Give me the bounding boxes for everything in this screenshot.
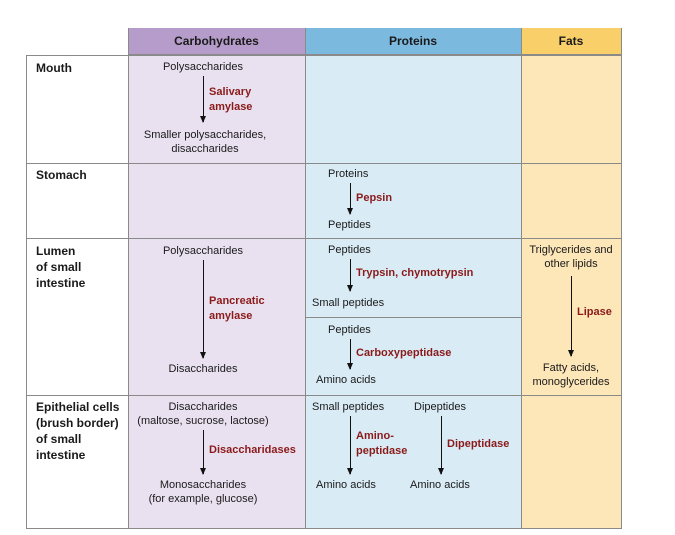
stomach-prot-product: Peptides [328, 219, 371, 231]
lumen-fat-substrate-line1: Triglycerides and [529, 244, 613, 256]
grid-line-col2 [305, 28, 306, 529]
grid-line-col3 [521, 28, 522, 529]
epi-carb-product-line2: (for example, glucose) [148, 493, 258, 505]
lumen-prot2-product: Amino acids [316, 374, 376, 386]
lumen-carb-product: Disaccharides [168, 363, 238, 375]
grid-line-lumen-split [305, 317, 521, 318]
epi-prot1-substrate: Small peptides [312, 401, 385, 413]
row-label-lumen: Lumen of small intestine [27, 243, 127, 291]
grid-line-col1 [128, 28, 129, 529]
mouth-carb-enzyme: Salivary amylase [209, 85, 252, 115]
grid-line-bottom [26, 528, 621, 529]
stomach-prot-enzyme: Pepsin [356, 192, 393, 204]
lumen-prot2-arrow [347, 339, 353, 370]
lumen-fat-product-line1: Fatty acids, [542, 362, 600, 374]
epi-carb-substrate: Disaccharides (maltose, sucrose, lactose… [137, 400, 268, 428]
epi-carb-product: Monosaccharides (for example, glucose) [149, 478, 258, 506]
row-label-epithelial: Epithelial cells (brush border) of small… [27, 399, 127, 463]
proteins-column [305, 28, 521, 528]
grid-line-mouth-stomach [26, 163, 621, 164]
row-label-stomach-text: Stomach [36, 168, 87, 182]
epi-prot2-arrow [438, 416, 444, 475]
mouth-carb-substrate: Polysaccharides [162, 61, 244, 73]
lumen-fat-substrate-line2: other lipids [544, 258, 598, 270]
row-label-lumen-line1: Lumen [36, 244, 76, 258]
mouth-carb-enzyme-line1: Salivary [209, 86, 252, 98]
row-label-lumen-line2: of small [36, 260, 82, 274]
epi-carb-product-line1: Monosaccharides [159, 479, 247, 491]
grid-line-lumen-epithelial [26, 395, 621, 396]
epi-carb-substrate-line1: Disaccharides [168, 401, 238, 413]
lumen-fat-substrate: Triglycerides and other lipids [529, 243, 612, 271]
epi-prot1-arrow [347, 416, 353, 475]
row-label-epithelial-line1: Epithelial cells [36, 400, 120, 414]
lumen-fat-arrow [568, 276, 574, 357]
lumen-carb-arrow [200, 260, 206, 359]
carbohydrates-column [128, 28, 305, 528]
grid-line-stomach-lumen [26, 238, 621, 239]
lumen-carb-substrate: Polysaccharides [162, 245, 244, 257]
mouth-carb-product-line2: disaccharides [171, 143, 239, 155]
mouth-carb-arrow [200, 76, 206, 123]
lumen-carb-enzyme-line2: amylase [209, 310, 253, 322]
epi-prot1-enzyme-line1: Amino- [356, 430, 394, 442]
epi-carb-enzyme: Disaccharidases [209, 444, 296, 456]
grid-line-left [26, 55, 27, 529]
mouth-carb-product: Smaller polysaccharides, disaccharides [144, 128, 266, 156]
epi-prot1-enzyme: Amino- peptidase [356, 429, 407, 459]
epi-carb-substrate-line2: (maltose, sucrose, lactose) [137, 415, 269, 427]
row-label-epithelial-line3: of small [36, 432, 82, 446]
grid-line-top [26, 55, 621, 56]
row-label-epithelial-line2: (brush border) [36, 416, 119, 430]
lumen-fat-product: Fatty acids, monoglycerides [532, 361, 609, 389]
carbohydrates-header: Carbohydrates [128, 28, 305, 55]
lumen-carb-enzyme: Pancreatic amylase [209, 294, 265, 324]
lumen-prot2-enzyme: Carboxypeptidase [356, 347, 452, 359]
row-label-mouth: Mouth [27, 60, 127, 76]
row-label-epithelial-line4: intestine [36, 448, 86, 462]
epi-prot2-enzyme: Dipeptidase [447, 438, 510, 450]
mouth-carb-product-line1: Smaller polysaccharides, [143, 129, 267, 141]
lumen-prot1-substrate: Peptides [328, 244, 371, 256]
row-label-lumen-line3: intestine [36, 276, 86, 290]
epi-prot1-product: Amino acids [316, 479, 376, 491]
epi-prot1-enzyme-line2: peptidase [356, 445, 408, 457]
lumen-fat-product-line2: monoglycerides [532, 376, 610, 388]
stomach-prot-substrate: Proteins [328, 168, 369, 180]
stomach-prot-arrow [347, 183, 353, 215]
epi-prot2-product: Amino acids [410, 479, 470, 491]
mouth-carb-enzyme-line2: amylase [209, 101, 253, 113]
lumen-fat-enzyme: Lipase [577, 306, 612, 318]
row-label-mouth-text: Mouth [36, 61, 72, 75]
lumen-carb-enzyme-line1: Pancreatic [209, 295, 265, 307]
epi-carb-arrow [200, 430, 206, 475]
epi-prot2-substrate: Dipeptides [414, 401, 466, 413]
fats-header: Fats [521, 28, 621, 55]
row-label-stomach: Stomach [27, 167, 127, 183]
lumen-prot1-enzyme: Trypsin, chymotrypsin [356, 267, 474, 279]
lumen-prot1-arrow [347, 259, 353, 292]
lumen-prot1-product: Small peptides [312, 297, 385, 309]
grid-line-right [621, 28, 622, 529]
lumen-prot2-substrate: Peptides [328, 324, 371, 336]
proteins-header: Proteins [305, 28, 521, 55]
